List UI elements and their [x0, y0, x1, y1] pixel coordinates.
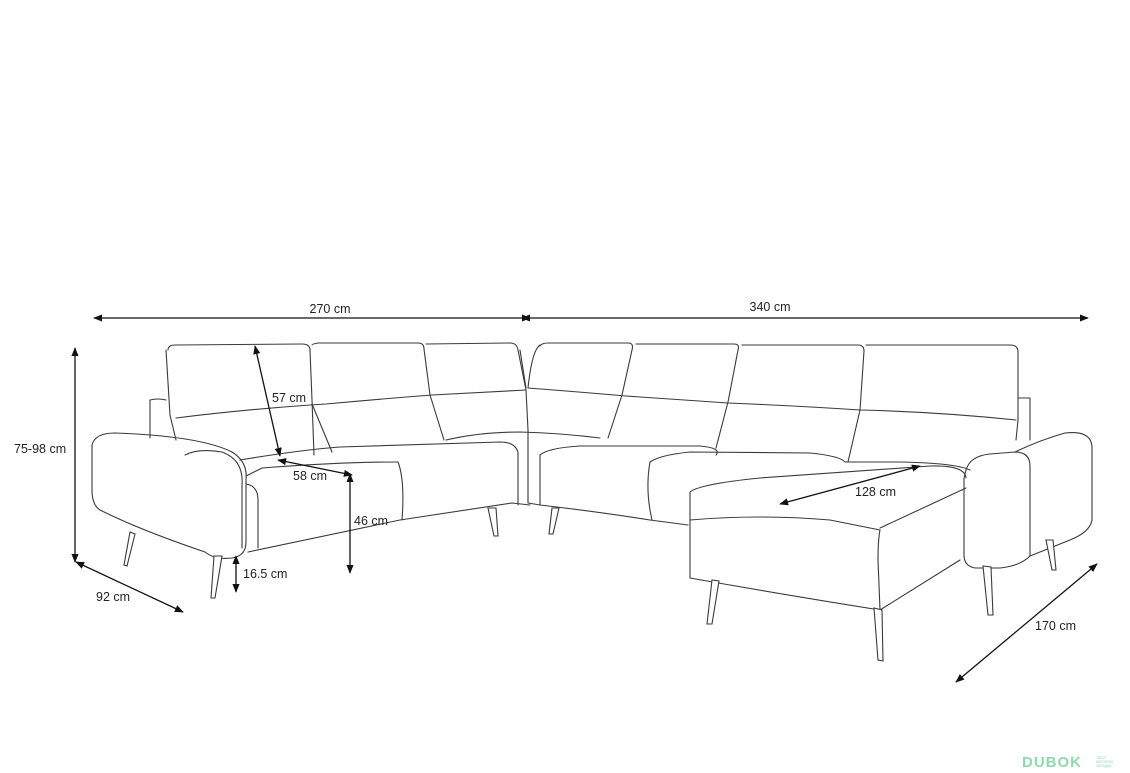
sofa-legs: [123, 507, 1057, 662]
label-leg-height: 16.5 cm: [243, 567, 287, 581]
label-backrest-height: 57 cm: [272, 391, 306, 405]
label-chaise-width: 128 cm: [855, 485, 896, 499]
logo-tagline-3: ЗАГАДКА: [1096, 764, 1112, 768]
logo-name: DUBOK: [1022, 754, 1082, 771]
label-seat-depth: 58 cm: [293, 469, 327, 483]
label-chaise-length: 170 cm: [1035, 619, 1076, 633]
dimension-lines: [71, 314, 1098, 683]
label-width-right: 340 cm: [750, 300, 791, 314]
sofa-outline: [91, 342, 1093, 611]
dimension-labels: 270 cm 340 cm 75-98 cm 57 cm 58 cm 46 cm…: [14, 300, 1076, 633]
logo-tagline-1: ТВОЯ: [1096, 756, 1106, 760]
brand-logo: DUBOK ТВОЯ МЕБЛЕВА ЗАГАДКА: [1022, 754, 1114, 771]
label-seat-height: 46 cm: [354, 514, 388, 528]
label-width-left: 270 cm: [310, 302, 351, 316]
label-height: 75-98 cm: [14, 442, 66, 456]
logo-tagline-2: МЕБЛЕВА: [1096, 760, 1114, 764]
label-depth: 92 cm: [96, 590, 130, 604]
